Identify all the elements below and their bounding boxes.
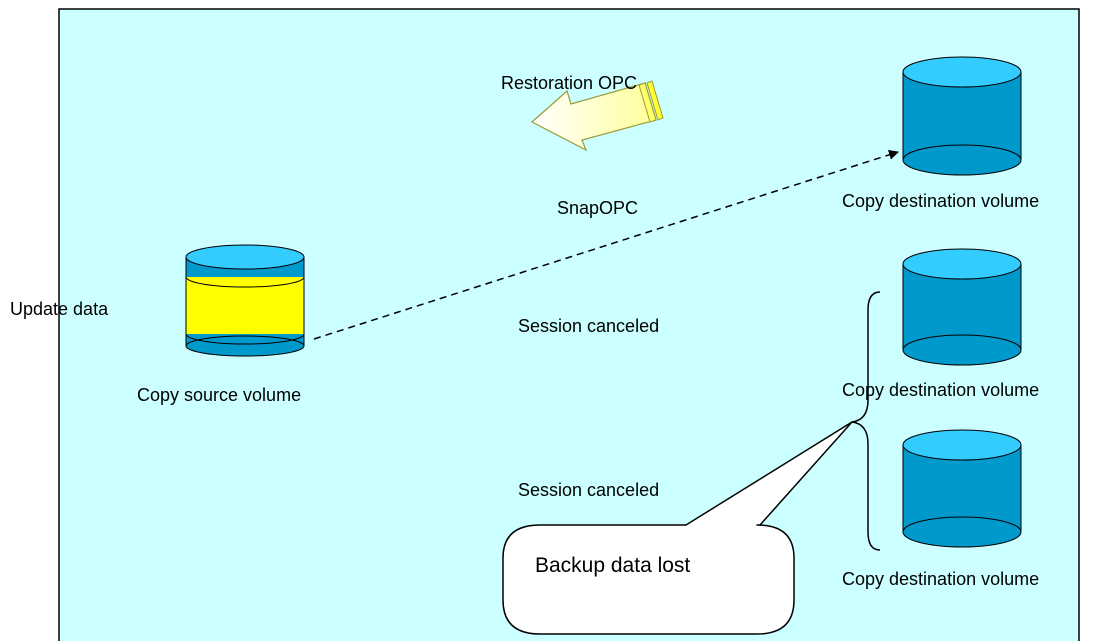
backup-data-lost-label: Backup data lost [535, 554, 691, 577]
snapopc-dashed-line [313, 149, 899, 340]
copy-destination-cylinder-icon [902, 429, 1022, 548]
session-canceled-label: Session canceled [518, 480, 660, 500]
copy-destination-volume-label: Copy destination volume [842, 191, 1040, 211]
copy-destination-volume-label: Copy destination volume [842, 380, 1040, 400]
snapopc-label: SnapOPC [557, 198, 639, 218]
restore-arrow-icon [530, 80, 664, 152]
copy-source-cylinder-icon [185, 244, 305, 357]
session-canceled-label: Session canceled [518, 316, 660, 336]
copy-source-volume-label: Copy source volume [137, 385, 302, 405]
copy-destination-volume-label: Copy destination volume [842, 569, 1040, 589]
copy-destination-cylinder-icon [902, 56, 1022, 176]
callout-bubble-icon [502, 421, 853, 635]
copy-destination-cylinder-icon [902, 248, 1022, 366]
update-data-label: Update data [10, 299, 109, 319]
restoration-opc-label: Restoration OPC [501, 73, 638, 93]
